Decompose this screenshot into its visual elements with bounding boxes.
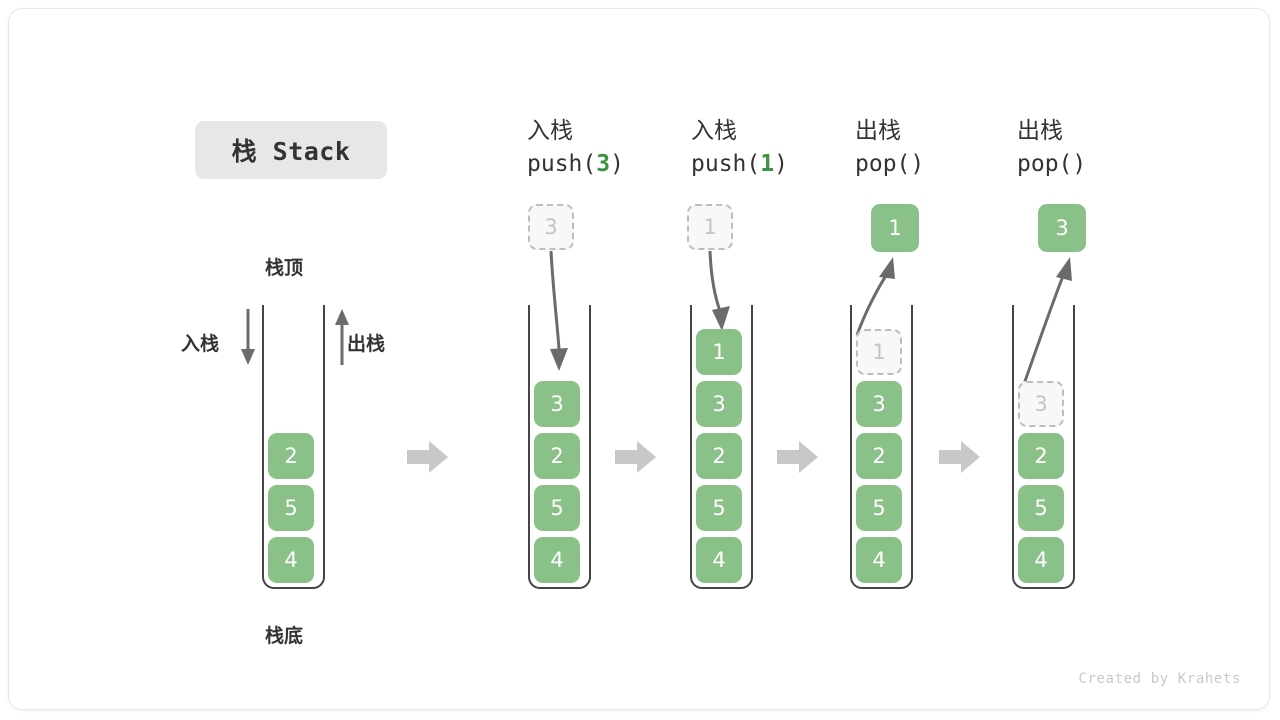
flow-arrow-icon [407, 440, 449, 474]
stack-cell-ghost: 3 [1018, 381, 1064, 427]
stack-cell: 3 [856, 381, 902, 427]
stack-cell: 3 [696, 381, 742, 427]
column-header-code: pop() [1017, 151, 1087, 177]
diagram-card: 栈 Stack 栈顶 入栈 出栈 2 5 4 栈底 入栈 push(3) 3 [8, 8, 1270, 710]
column-header-cn: 入栈 [527, 118, 573, 144]
stack-container-push-3 [528, 305, 591, 589]
push-direction-label: 入栈 [181, 333, 220, 355]
stack-cell: 2 [856, 433, 902, 479]
column-header-code: pop() [855, 151, 925, 177]
column-header-cn: 入栈 [691, 118, 737, 144]
stack-cell: 5 [268, 485, 314, 531]
column-header-cn: 出栈 [1017, 118, 1063, 144]
stack-cell: 2 [534, 433, 580, 479]
pop-flow-arrow-icon [1009, 257, 1099, 399]
stack-cell: 4 [268, 537, 314, 583]
popped-element: 3 [1038, 204, 1086, 252]
page-title: 栈 Stack [231, 137, 351, 166]
column-header-arg: 1 [760, 151, 775, 177]
pop-direction-label: 出栈 [347, 333, 386, 355]
column-header-pop-3: 出栈 pop() [1017, 115, 1177, 181]
column-header-code: push(3) [527, 151, 624, 177]
stack-container-pop-1 [850, 305, 913, 589]
popped-element: 1 [871, 204, 919, 252]
pop-direction-arrow-icon [331, 307, 353, 369]
stack-container-pop-3 [1012, 305, 1075, 589]
stack-cell: 1 [696, 329, 742, 375]
stack-cell: 4 [1018, 537, 1064, 583]
flow-arrow-icon [939, 440, 981, 474]
column-header-cn: 出栈 [855, 118, 901, 144]
push-direction-arrow-icon [237, 307, 259, 369]
stack-cell: 5 [534, 485, 580, 531]
incoming-element-ghost: 3 [528, 204, 574, 250]
stack-bottom-label: 栈底 [265, 625, 304, 647]
incoming-element-ghost: 1 [687, 204, 733, 250]
stack-container-initial [262, 305, 325, 589]
stack-cell: 4 [534, 537, 580, 583]
stack-cell-ghost: 1 [856, 329, 902, 375]
stack-cell: 3 [534, 381, 580, 427]
push-flow-arrow-icon [681, 249, 761, 359]
stack-container-push-1 [690, 305, 753, 589]
watermark-credit: Created by Krahets [1078, 671, 1241, 687]
flow-arrow-icon [615, 440, 657, 474]
pop-flow-arrow-icon [847, 257, 927, 347]
stack-cell: 2 [1018, 433, 1064, 479]
stack-cell: 2 [268, 433, 314, 479]
diagram-title-chip: 栈 Stack [195, 121, 387, 179]
column-header-push-1: 入栈 push(1) [691, 115, 851, 181]
stack-cell: 5 [856, 485, 902, 531]
flow-arrow-icon [777, 440, 819, 474]
stack-top-label: 栈顶 [265, 257, 304, 279]
stack-cell: 5 [696, 485, 742, 531]
stack-cell: 5 [1018, 485, 1064, 531]
column-header-pop-1: 出栈 pop() [855, 115, 1015, 181]
stack-cell: 4 [856, 537, 902, 583]
push-flow-arrow-icon [517, 249, 597, 379]
stack-cell: 4 [696, 537, 742, 583]
stack-cell: 2 [696, 433, 742, 479]
column-header-arg: 3 [596, 151, 611, 177]
column-header-push-3: 入栈 push(3) [527, 115, 687, 181]
column-header-code: push(1) [691, 151, 788, 177]
